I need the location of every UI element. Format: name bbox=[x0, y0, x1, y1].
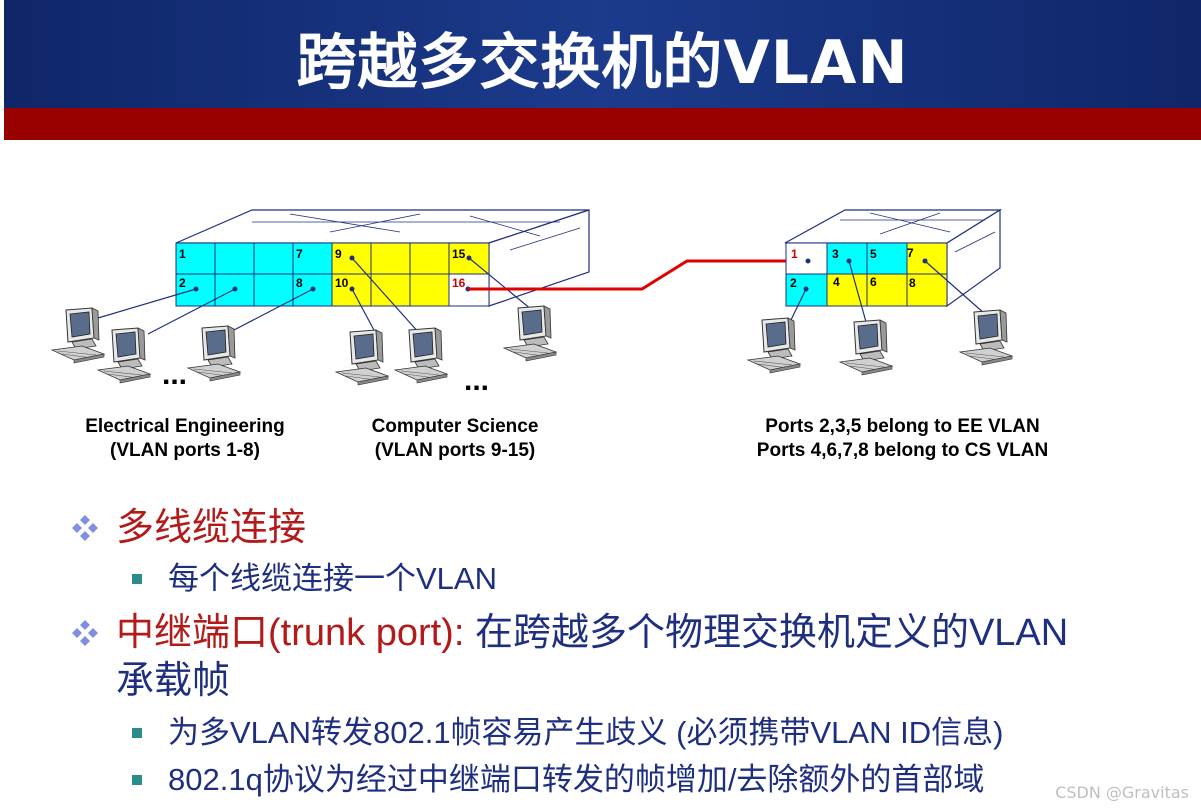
computer-icon bbox=[959, 309, 1013, 366]
port-label: 2 bbox=[790, 276, 797, 290]
square-bullet-icon bbox=[132, 574, 142, 584]
port-label: 6 bbox=[870, 275, 877, 289]
bullet-2-line-2: 承载帧 bbox=[116, 660, 231, 702]
bullet-1-text: 多线缆连接 bbox=[116, 507, 307, 549]
page-title: 跨越多交换机的VLAN bbox=[296, 28, 909, 98]
port-label: 1 bbox=[179, 247, 186, 261]
right-switch: 1 3 5 7 2 4 6 8 bbox=[784, 208, 1003, 308]
bullet-2-sub-1-text: 为多VLAN转发802.1帧容易产生歧义 (必须携带VLAN ID信息) bbox=[168, 715, 1004, 750]
port-label: 9 bbox=[335, 247, 342, 261]
cs-label: Computer Science bbox=[371, 416, 539, 437]
square-bullet-icon bbox=[132, 728, 142, 738]
port-label: 7 bbox=[296, 247, 303, 261]
ellipsis: ... bbox=[464, 364, 489, 397]
port-label: 7 bbox=[907, 246, 914, 260]
port-label: 5 bbox=[870, 247, 877, 261]
watermark: CSDN @Gravitas bbox=[1055, 783, 1189, 802]
computer-icon bbox=[335, 329, 389, 386]
square-bullet-icon bbox=[132, 775, 142, 785]
port-label: 15 bbox=[452, 247, 466, 261]
ee-label: Electrical Engineering bbox=[85, 416, 285, 437]
bullet-2-sub-2-text: 802.1q协议为经过中继端口转发的帧增加/去除额外的首部域 bbox=[168, 762, 985, 797]
trunk-port-definition: 在跨越多个物理交换机定义的VLAN bbox=[464, 612, 1069, 654]
computer-icon bbox=[187, 325, 241, 382]
right-switch-caption: Ports 2,3,5 belong to EE VLAN Ports 4,6,… bbox=[730, 415, 1075, 463]
diamond-bullet-icon bbox=[72, 515, 98, 541]
port-label: 4 bbox=[833, 275, 840, 289]
computer-icon bbox=[51, 307, 105, 364]
right-cables bbox=[789, 260, 986, 323]
port-label: 3 bbox=[832, 247, 839, 261]
trunk-port-label: 16 bbox=[452, 276, 466, 290]
title-underline-bar bbox=[4, 108, 1201, 140]
bullet-2-line-1: 中继端口(trunk port): 在跨越多个物理交换机定义的VLAN bbox=[116, 610, 1068, 656]
computer-icon bbox=[839, 319, 893, 376]
port-label: 8 bbox=[909, 276, 916, 290]
diamond-bullet-icon bbox=[72, 620, 98, 646]
left-cables bbox=[97, 257, 533, 335]
ee-caption: Electrical Engineering (VLAN ports 1-8) bbox=[60, 415, 310, 463]
computer-icon bbox=[97, 327, 151, 384]
trunk-link bbox=[468, 259, 808, 291]
ee-ports-label: (VLAN ports 1-8) bbox=[110, 440, 260, 461]
trunk-port-term: 中继端口(trunk port): bbox=[116, 612, 465, 654]
title-bar: 跨越多交换机的VLAN bbox=[4, 0, 1201, 108]
port-label: 10 bbox=[335, 276, 349, 290]
cs-ports-label: (VLAN ports 9-15) bbox=[374, 440, 536, 461]
bullet-1-sub-text: 每个线缆连接一个VLAN bbox=[168, 561, 497, 596]
ellipsis: ... bbox=[162, 358, 187, 391]
computer-icon bbox=[394, 327, 448, 384]
trunk-port-label: 1 bbox=[791, 247, 798, 261]
ee-vlan-ports-text: Ports 2,3,5 belong to EE VLAN bbox=[765, 416, 1040, 437]
left-switch: 1 7 9 15 2 8 10 16 bbox=[175, 209, 590, 307]
cs-caption: Computer Science (VLAN ports 9-15) bbox=[340, 415, 570, 463]
cs-vlan-ports-text: Ports 4,6,7,8 belong to CS VLAN bbox=[756, 440, 1049, 461]
computer-icon bbox=[747, 317, 801, 374]
computer-icon bbox=[503, 305, 557, 362]
port-label: 8 bbox=[296, 276, 303, 290]
port-label: 2 bbox=[179, 276, 186, 290]
